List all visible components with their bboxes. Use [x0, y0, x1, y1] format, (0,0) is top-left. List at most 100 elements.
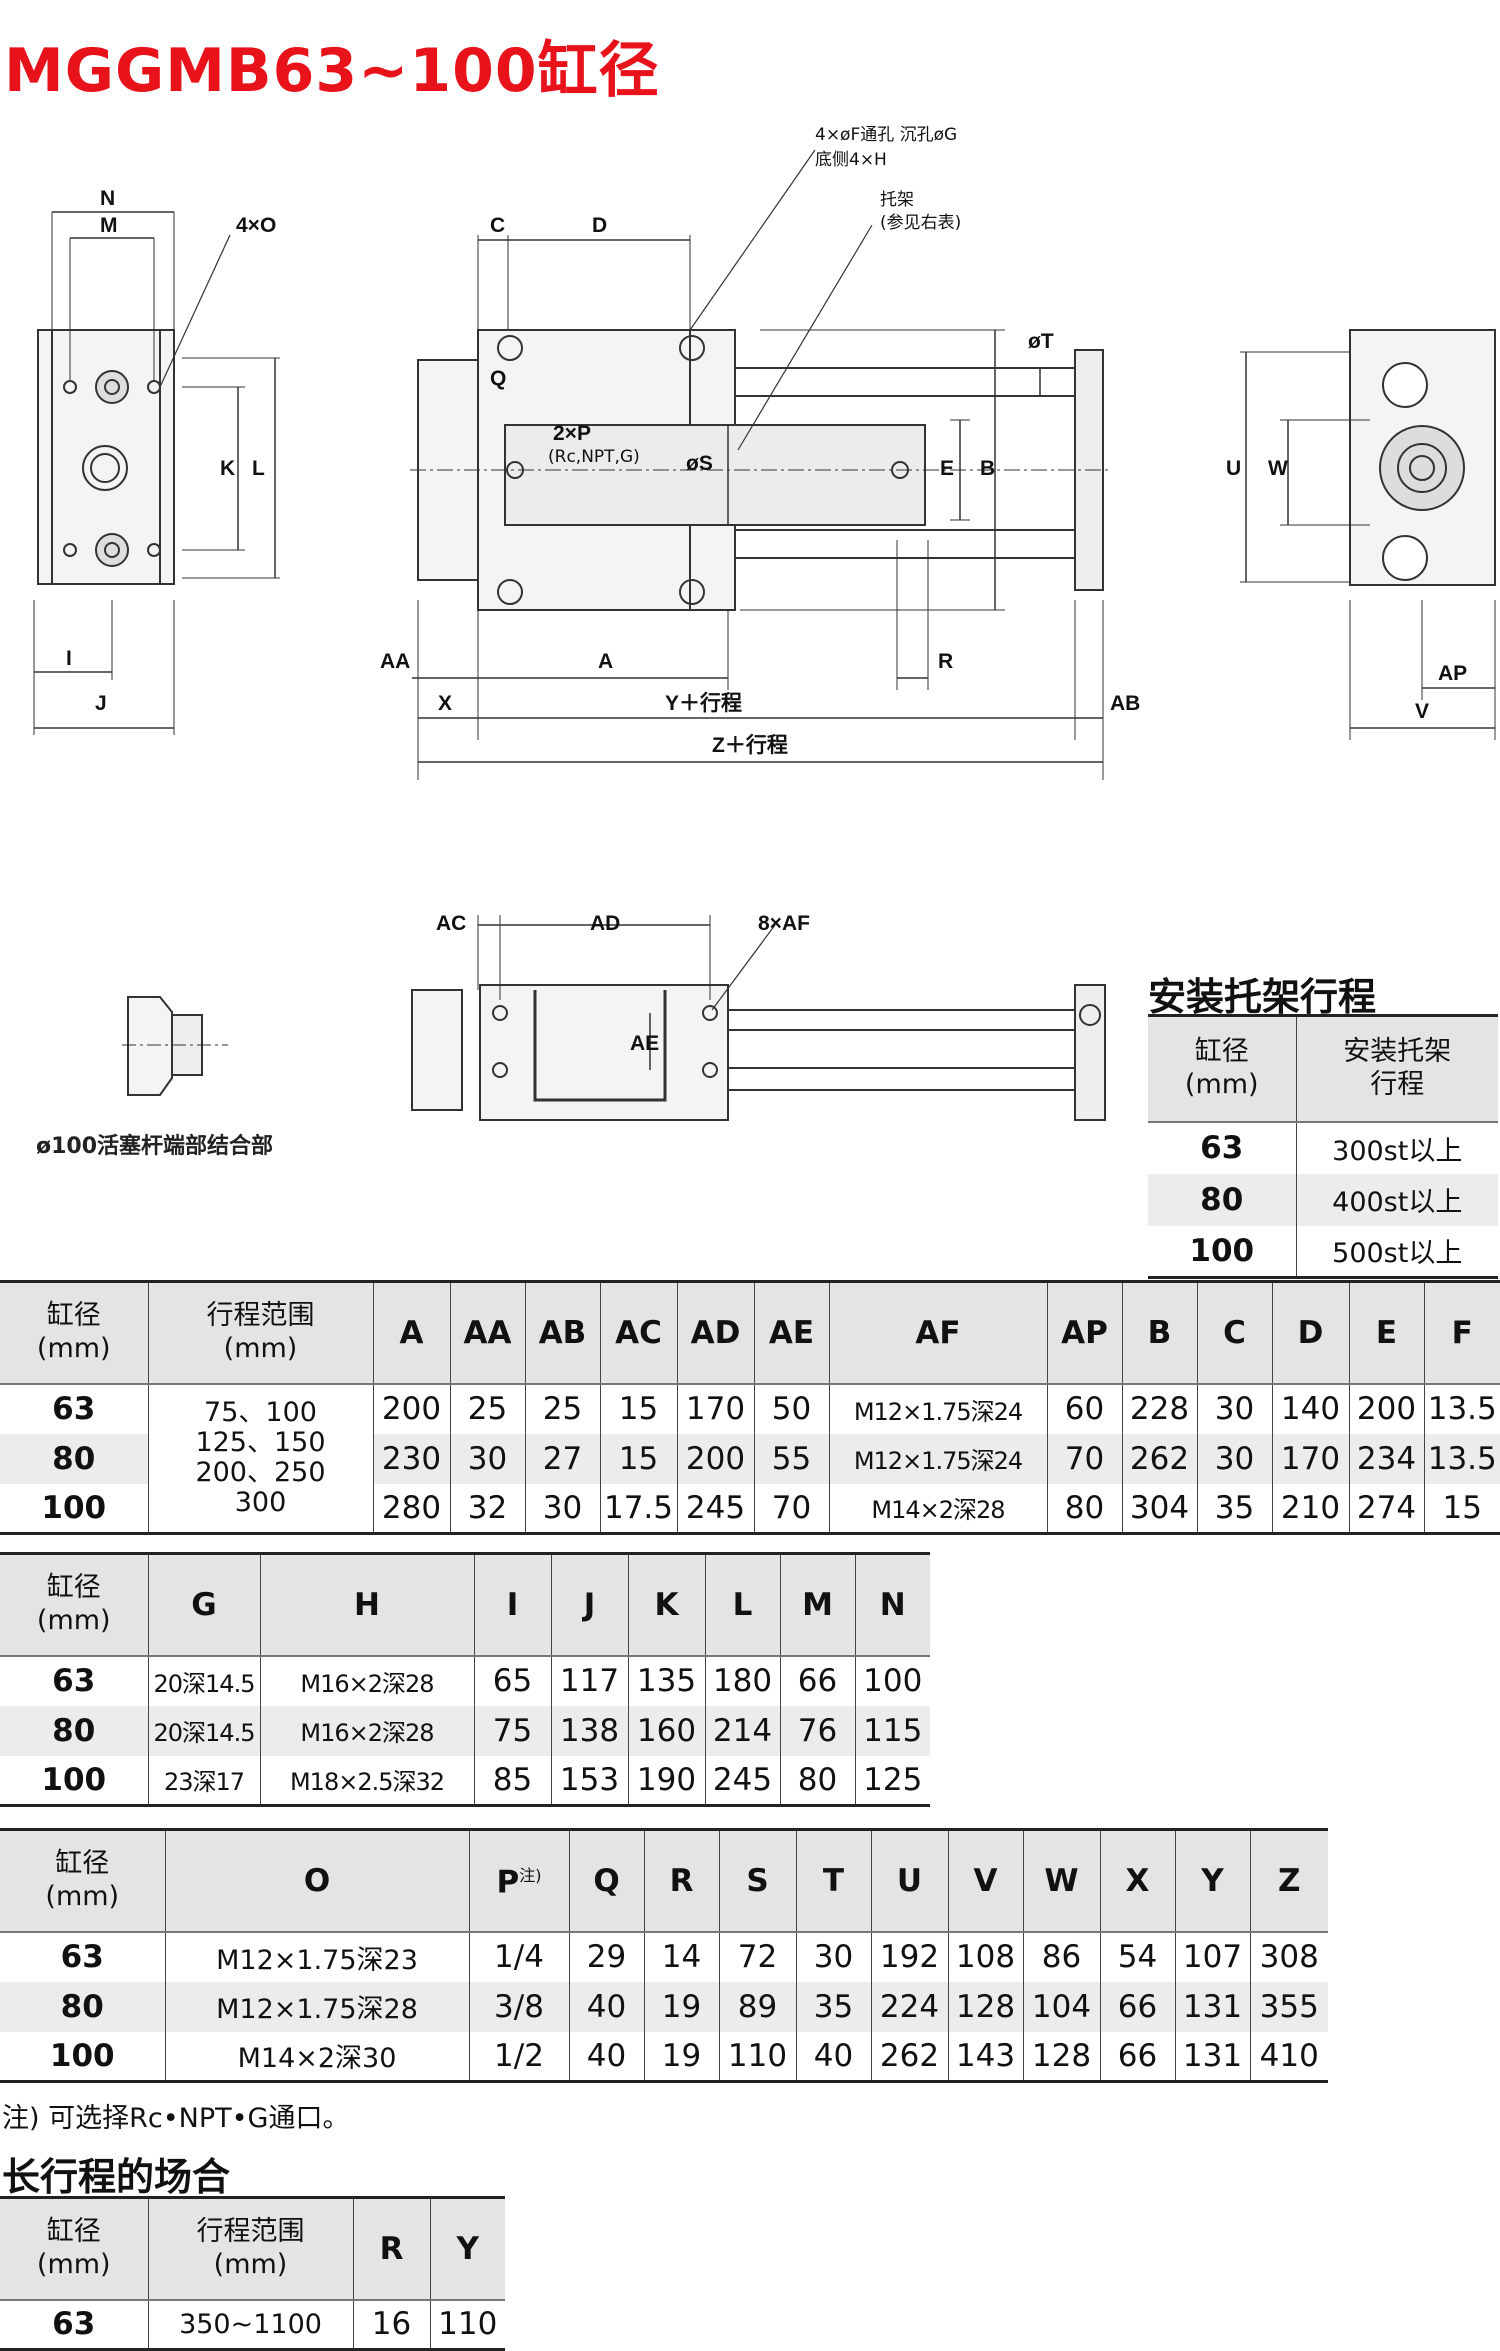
t1-cell: 15	[600, 1383, 678, 1434]
t2-cell: 100	[863, 1663, 923, 1699]
t2-cell: 85	[474, 1755, 552, 1806]
t2-header: K	[628, 1553, 706, 1657]
t3-header: O	[165, 1829, 470, 1933]
t3-cell: M12×1.75深23	[165, 1931, 470, 1982]
t1-header: C	[1197, 1281, 1273, 1385]
dim-label-q: Q	[490, 367, 506, 390]
t3-cell: 40	[569, 2031, 645, 2082]
t1-cell: 50	[754, 1383, 830, 1434]
dim-label-w: W	[1268, 457, 1288, 480]
t1-cell: 15	[1442, 1489, 1482, 1526]
dim-label-l: L	[252, 457, 265, 480]
t1-stroke-range: 75、100 125、150 200、250 300	[148, 1383, 374, 1534]
dim-label-x: X	[438, 692, 452, 715]
t2-bore: 63	[0, 1655, 149, 1706]
t2-cell: 20深14.5	[148, 1655, 261, 1706]
t3-header-bore: 缸径 (mm)	[0, 1829, 166, 1933]
dim-label-o: 4×O	[236, 214, 276, 237]
t3-header: T	[796, 1829, 872, 1933]
t1-cell: M14×2深28	[829, 1483, 1048, 1534]
t1-cell: 17.5	[600, 1483, 678, 1534]
dim-label-d: D	[592, 214, 607, 237]
t3-cell: 1/2	[469, 2031, 570, 2082]
t3-header-p-note: 注)	[519, 1865, 542, 1885]
footnote: 注) 可选择Rc•NPT•G通口。	[2, 2103, 350, 2134]
bracket-stroke: 500st以上	[1332, 1238, 1463, 1270]
callout-see-table: (参见右表)	[880, 213, 961, 233]
t1-cell: 200	[373, 1383, 451, 1434]
t3-cell: 66	[1100, 2031, 1176, 2082]
t3-cell: 14	[644, 1931, 720, 1982]
t3-cell: 104	[1023, 1981, 1101, 2032]
t2-header: N	[855, 1553, 930, 1657]
t3-cell: 308	[1259, 1939, 1319, 1975]
t2-cell: 160	[628, 1705, 706, 1756]
t1-bore: 63	[0, 1383, 149, 1434]
t3-cell: 30	[796, 1931, 872, 1982]
t3-cell: 3/8	[469, 1981, 570, 2032]
t1-cell: 13.5	[1424, 1433, 1500, 1484]
t2-cell: 23深17	[148, 1755, 261, 1806]
t3-cell: 40	[569, 1981, 645, 2032]
dim-label-i: I	[66, 647, 72, 670]
ls-cell: 110	[438, 2306, 498, 2343]
dim-label-ad: AD	[590, 912, 620, 935]
t2-cell: 180	[705, 1655, 781, 1706]
t1-cell: 13.5	[1427, 1391, 1497, 1427]
t3-cell: 192	[871, 1931, 949, 1982]
bracket-header-bore: 缸径 (mm)	[1148, 1015, 1297, 1123]
t3-cell: 107	[1175, 1931, 1251, 1982]
rod-end-caption: ø100活塞杆端部结合部	[36, 1134, 274, 1159]
dim-label-u: U	[1226, 457, 1241, 480]
t2-cell: 214	[705, 1705, 781, 1756]
bracket-bore: 80	[1148, 1173, 1297, 1226]
t2-cell: 65	[474, 1655, 552, 1706]
t1-header: AB	[525, 1281, 601, 1385]
t2-header: J	[551, 1553, 629, 1657]
dimension-table-3: 缸径 (mm) O P注) Q R S T U V W X Y Z 63 M12…	[0, 1828, 1328, 2083]
bracket-header-stroke: 安装托架 行程	[1296, 1015, 1498, 1123]
t1-header: AE	[754, 1281, 830, 1385]
t3-cell: M14×2深30	[165, 2031, 470, 2082]
ls-header-bore: 缸径 (mm)	[0, 2197, 149, 2301]
t1-cell: 140	[1272, 1383, 1350, 1434]
t3-header: R	[644, 1829, 720, 1933]
ls-bore: 63	[0, 2299, 149, 2350]
dim-label-y: Y＋行程	[665, 691, 742, 715]
t3-header: W	[1023, 1829, 1101, 1933]
t2-header: M	[780, 1553, 856, 1657]
t3-cell: 224	[871, 1981, 949, 2032]
t1-cell: 30	[525, 1483, 601, 1534]
t1-stroke-line: 75、100	[204, 1396, 317, 1428]
dim-label-s: øS	[686, 452, 713, 475]
t1-cell: 170	[677, 1383, 755, 1434]
t2-cell: 138	[551, 1705, 629, 1756]
dim-label-n: N	[100, 187, 115, 210]
t3-cell: 262	[871, 2031, 949, 2082]
dim-label-c: C	[490, 214, 505, 237]
t2-bore: 100	[0, 1755, 149, 1806]
dimension-table-1: 缸径 (mm) 行程范围 (mm) A AA AB AC AD AE AF AP…	[0, 1280, 1500, 1535]
dim-label-af: 8×AF	[758, 912, 810, 935]
t3-bore: 100	[0, 2031, 166, 2082]
ls-cell: 350~1100	[148, 2299, 354, 2350]
dim-label-e: E	[940, 457, 954, 480]
t2-cell: 125	[863, 1761, 923, 1798]
t1-header: F	[1424, 1281, 1500, 1385]
t3-header: Q	[569, 1829, 645, 1933]
t1-cell: 200	[677, 1433, 755, 1484]
cylinder-tube	[504, 424, 926, 526]
callout-fg: 4×øF通孔 沉孔øG	[815, 125, 957, 145]
t3-cell: 19	[644, 2031, 720, 2082]
t1-cell: 70	[1047, 1433, 1123, 1484]
t3-header-p: P注)	[469, 1829, 570, 1933]
t2-header: I	[474, 1553, 552, 1657]
t1-cell: 210	[1272, 1483, 1350, 1534]
dim-label-ae: AE	[630, 1032, 659, 1055]
t1-cell: 27	[525, 1433, 601, 1484]
dim-label-aa: AA	[380, 650, 410, 673]
dim-label-t: øT	[1028, 330, 1054, 353]
t1-cell: 30	[1197, 1383, 1273, 1434]
t2-cell: 245	[705, 1755, 781, 1806]
